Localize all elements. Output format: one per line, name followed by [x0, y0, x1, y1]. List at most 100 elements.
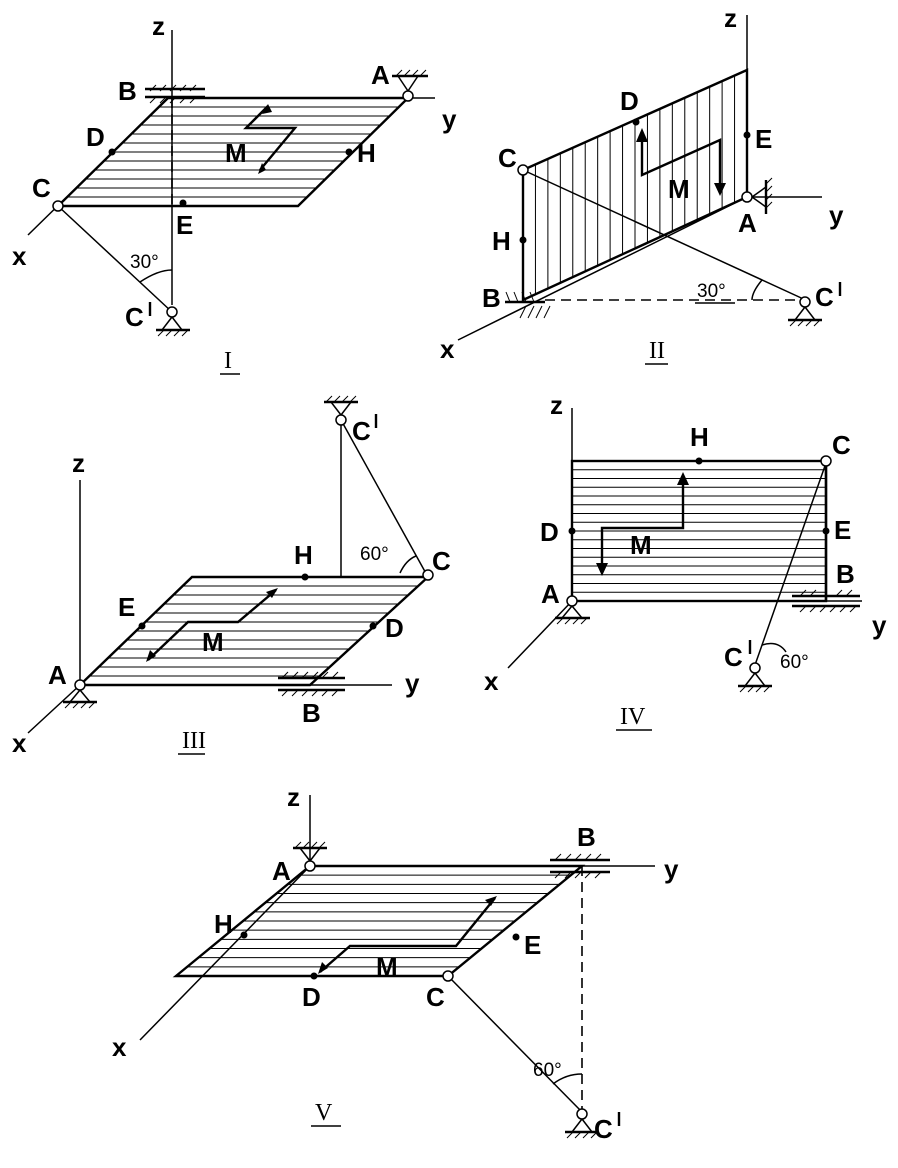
label-C1-5: C	[594, 1114, 613, 1144]
label-B-3: B	[302, 698, 321, 728]
numeral-1: I	[224, 348, 232, 374]
label-y-5: y	[664, 854, 679, 884]
rod-4	[754, 462, 827, 666]
figure-1: z y x B A D H C E M C 30° I	[12, 11, 457, 375]
point-D-4	[568, 527, 576, 535]
label-E-5: E	[524, 930, 541, 960]
x-axis-4	[507, 600, 573, 669]
label-B-5: B	[577, 822, 596, 852]
angle-arc-2	[751, 279, 763, 301]
label-B-4: B	[836, 559, 855, 589]
label-H-2: H	[492, 226, 511, 256]
support-C1-4	[738, 662, 772, 693]
label-y-2: y	[829, 200, 844, 230]
moment-arrow-3	[147, 589, 277, 661]
x-axis-5	[139, 865, 311, 1041]
point-E-3	[138, 622, 146, 630]
label-A-1: A	[371, 60, 390, 90]
point-D-5	[310, 972, 318, 980]
label-H-3: H	[294, 540, 313, 570]
point-H-1	[345, 148, 353, 156]
point-E-1	[179, 199, 187, 207]
label-z-1: z	[152, 11, 165, 41]
label-C1-1: C	[125, 302, 144, 332]
point-D-2	[632, 118, 640, 126]
angle-label-1: 30°	[130, 252, 159, 273]
pin-C-5	[442, 970, 454, 982]
support-B-2	[505, 291, 551, 319]
label-E-2: E	[755, 124, 772, 154]
label-C1-2: C	[815, 282, 834, 312]
label-z-2: z	[724, 3, 737, 33]
support-C1-5	[565, 1108, 599, 1139]
label-x-4: x	[484, 666, 499, 696]
numeral-3: III	[182, 728, 206, 754]
label-D-1: D	[86, 122, 105, 152]
label-C1-4: C	[724, 642, 743, 672]
moment-arrow-2	[640, 135, 722, 190]
plate-1-hatching	[67, 106, 399, 198]
label-D-5: D	[302, 982, 321, 1012]
pin-C-3	[422, 569, 434, 581]
point-H-5	[240, 931, 248, 939]
label-A-4: A	[541, 579, 560, 609]
x-axis-1	[27, 97, 169, 236]
x-axis-3	[27, 684, 81, 734]
moment-arrow-1	[243, 105, 298, 171]
angle-arc-5	[552, 1073, 583, 1085]
label-z-5: z	[287, 782, 300, 812]
point-H-3	[301, 573, 309, 581]
label-M-5: M	[376, 952, 398, 982]
label-E-1: E	[176, 210, 193, 240]
support-A-1	[392, 69, 428, 102]
label-x-5: x	[112, 1032, 127, 1062]
label-y-1: y	[442, 104, 457, 134]
plate-4-hatching	[572, 469, 826, 593]
support-A-3	[63, 679, 97, 709]
rod-5	[447, 975, 583, 1113]
moment-arrow-4	[600, 480, 685, 568]
support-A-2	[741, 177, 773, 214]
label-A-5: A	[272, 856, 291, 886]
angle-label-3: 60°	[360, 544, 389, 565]
label-y-3: y	[405, 668, 420, 698]
angle-arc-4	[761, 642, 787, 653]
support-C1-2	[788, 296, 822, 327]
numeral-4: IV	[620, 704, 646, 730]
support-B-5	[550, 853, 610, 879]
pin-C-4	[820, 455, 832, 467]
support-C1-1	[156, 306, 190, 337]
support-A-4	[555, 595, 590, 625]
moment-arrow-5	[319, 897, 496, 973]
figure-3: z y x C H C E D M A B 60° III	[12, 395, 451, 758]
point-H-2	[519, 236, 527, 244]
label-H-1: H	[357, 138, 376, 168]
numeral-2: II	[649, 338, 665, 364]
label-M-3: M	[202, 627, 224, 657]
label-H-5: H	[214, 909, 233, 939]
angle-label-2: 30°	[697, 281, 726, 302]
angle-arc-3	[399, 555, 417, 574]
label-H-4: H	[690, 422, 709, 452]
label-C-1: C	[32, 173, 51, 203]
figure-5: z B A y H E M D C x 60° C V	[112, 782, 679, 1144]
point-D-3	[369, 622, 377, 630]
label-D-4: D	[540, 517, 559, 547]
label-D-3: D	[385, 613, 404, 643]
label-M-4: M	[630, 530, 652, 560]
point-E-5	[512, 933, 520, 941]
support-B-4	[792, 589, 860, 613]
support-B-3	[278, 671, 345, 697]
label-C-2: C	[498, 143, 517, 173]
label-E-4: E	[834, 515, 851, 545]
x-axis-2	[457, 196, 748, 341]
figure-2: z y x D E C H B A M C 30° II	[440, 3, 844, 365]
angle-arc-1	[139, 269, 173, 283]
label-C1-3: C	[352, 416, 371, 446]
plate-3-hatching	[89, 585, 419, 677]
label-A-3: A	[48, 660, 67, 690]
point-E-2	[743, 131, 751, 139]
label-B-2: B	[482, 283, 501, 313]
label-C-5: C	[426, 982, 445, 1012]
rod-3	[340, 419, 429, 578]
